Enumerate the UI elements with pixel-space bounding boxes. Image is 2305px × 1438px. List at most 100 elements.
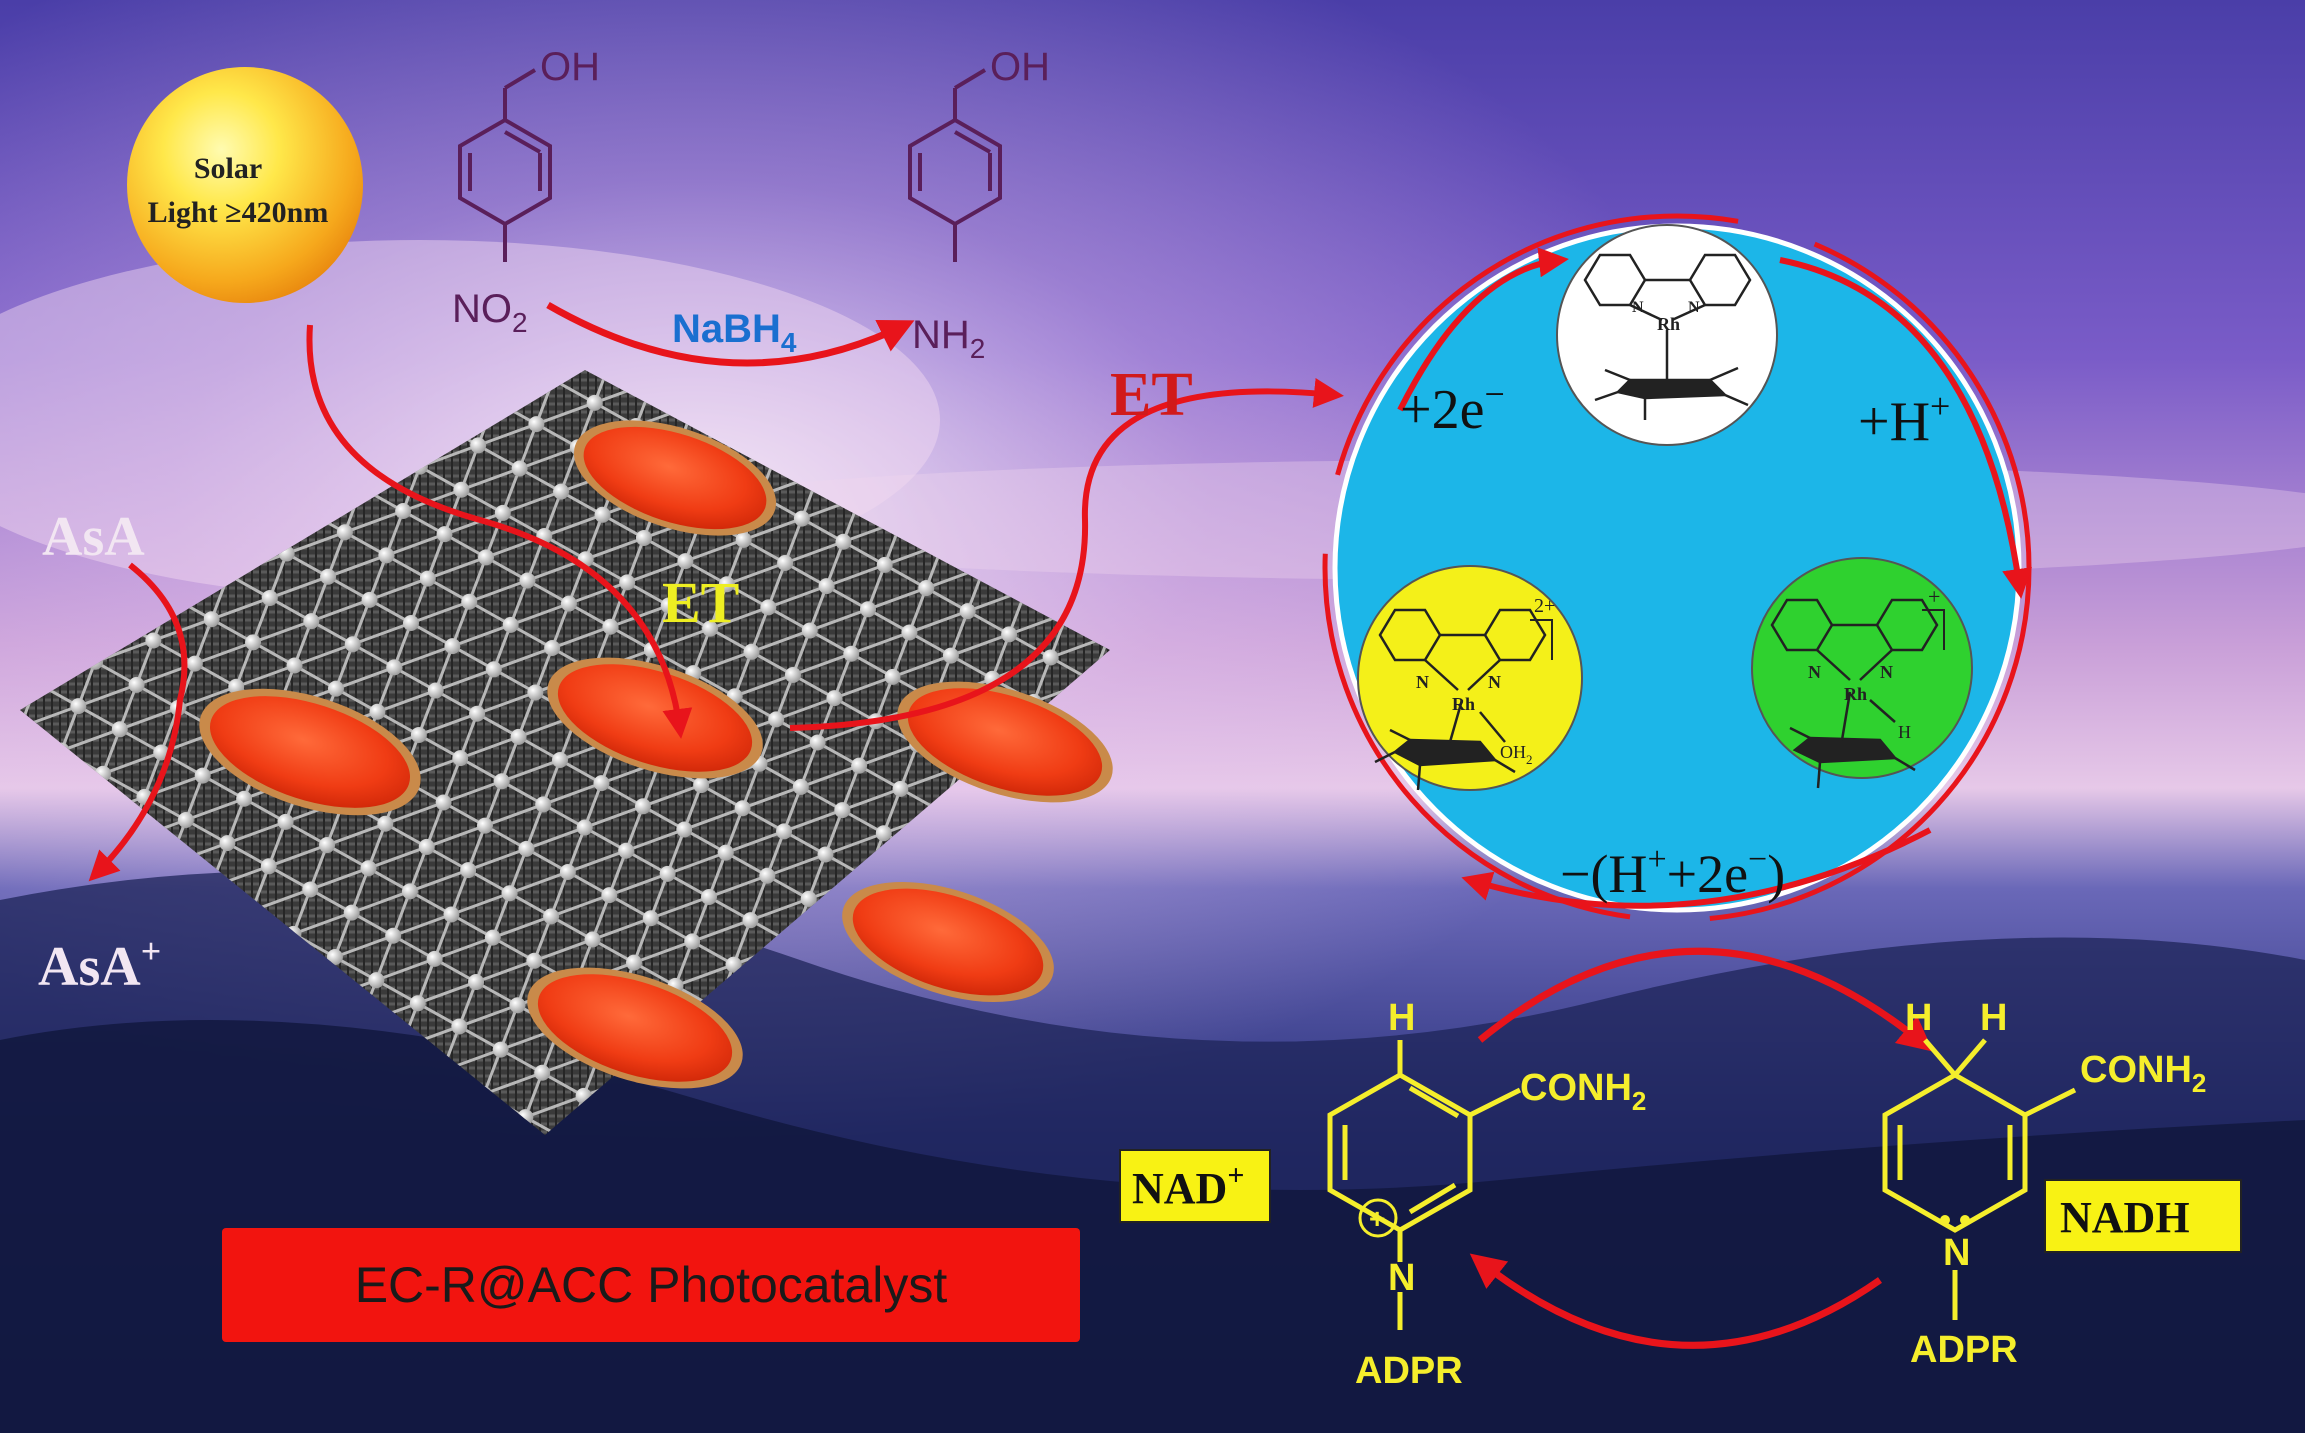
lattice-atom (884, 668, 901, 685)
lattice-atom (742, 912, 759, 929)
lattice-bond (510, 602, 570, 627)
nadh-conh2: CONH2 (2080, 1049, 2206, 1098)
lattice-bond (824, 831, 885, 856)
lattice-bond (651, 627, 711, 652)
lattice-atom (642, 910, 659, 927)
lattice-atom (618, 842, 635, 859)
lattice-bond (584, 804, 644, 829)
lattice-bond (460, 467, 521, 492)
lattice-bond (908, 609, 969, 634)
lattice-atom (395, 503, 412, 520)
lattice-atom (552, 752, 568, 768)
lattice-bond (725, 829, 785, 855)
lattice-bond (867, 586, 927, 611)
lattice-atom (177, 811, 194, 828)
lattice-bond (468, 579, 528, 604)
lattice-atom (509, 997, 526, 1014)
lattice-atom (336, 524, 353, 541)
lattice-atom (660, 597, 677, 614)
n-atom: N (1416, 672, 1429, 692)
lattice-bond (393, 644, 453, 669)
lattice-bond (61, 727, 121, 752)
lattice-atom (419, 570, 436, 587)
lattice-bond (434, 936, 494, 961)
lattice-bond (476, 691, 536, 716)
lattice-atom (153, 744, 170, 761)
lattice-atom (918, 580, 935, 597)
lattice-bond (550, 893, 610, 918)
lone-pair-dot (1960, 1215, 1970, 1225)
reagent-label: NaBH4 (672, 307, 797, 358)
lattice-bond (734, 673, 794, 698)
lattice-bond (443, 779, 503, 804)
nad-plus-charge: + (1369, 1203, 1385, 1234)
lattice-bond (542, 781, 602, 806)
lattice-atom (959, 603, 976, 620)
lattice-atom (344, 636, 361, 653)
charge-plus: + (1928, 584, 1940, 609)
lattice-atom (70, 698, 87, 715)
lattice-bond (467, 847, 527, 872)
lattice-bond (483, 1071, 543, 1096)
rh-complex-top: N N Rh (1556, 224, 1778, 446)
lattice-bond (708, 874, 768, 899)
lattice-atom (809, 734, 826, 751)
lattice-atom (800, 890, 817, 907)
asa-plus-label: AsA+ (38, 931, 161, 998)
lattice-atom (601, 887, 618, 904)
hydride-ligand: H (1898, 722, 1911, 742)
lattice-atom (236, 790, 253, 807)
lattice-atom (1042, 649, 1059, 666)
lattice-atom (327, 680, 344, 697)
lattice-atom (460, 862, 477, 879)
reduction-arrow (546, 301, 915, 367)
lattice-bond (402, 488, 462, 513)
nad-label: NAD+ (1132, 1159, 1244, 1213)
lattice-atom (510, 728, 527, 745)
lattice-atom (576, 819, 593, 836)
cycle-arrow-right (1779, 257, 2032, 599)
lattice-atom (560, 595, 577, 612)
lattice-bond (650, 895, 710, 920)
catalyst-disc (527, 967, 743, 1089)
lattice-bond (293, 642, 354, 667)
lattice-bond (409, 868, 469, 893)
lattice-atom (859, 601, 876, 618)
lattice-bond (892, 654, 952, 679)
lattice-bond (709, 605, 769, 631)
lattice-atom (717, 844, 734, 861)
asa-label: AsA (42, 506, 145, 568)
lattice-atom (469, 705, 486, 722)
lattice-bond (841, 787, 902, 812)
lattice-bond (683, 806, 744, 831)
lattice-atom (286, 657, 303, 674)
lattice-bond (850, 631, 910, 656)
lattice-bond (950, 632, 1010, 658)
nad-conh2: CONH2 (1520, 1067, 1646, 1116)
lattice-atom (502, 616, 519, 633)
lattice-bond (492, 914, 552, 940)
lattice-bond (211, 596, 271, 621)
lattice-bond (226, 820, 287, 845)
product-molecule (908, 68, 1002, 262)
lattice-atom (725, 956, 742, 973)
lattice-bond (459, 735, 520, 760)
lattice-atom (826, 690, 843, 707)
lattice-bond (410, 600, 470, 625)
lattice-atom (418, 838, 435, 855)
lattice-atom (410, 726, 427, 743)
lattice-atom (602, 618, 619, 635)
lattice-bond (767, 584, 828, 609)
lattice-atom (245, 634, 262, 651)
lattice-bond (458, 1003, 519, 1028)
lattice-bond (726, 561, 786, 586)
lattice-bond (194, 640, 254, 666)
lattice-atom (470, 437, 487, 454)
lattice-atom (635, 529, 652, 546)
lattice-atom (701, 889, 718, 906)
lattice-bond (327, 554, 387, 579)
catalyst-discs (199, 420, 1113, 1089)
lattice-bond (375, 957, 436, 982)
